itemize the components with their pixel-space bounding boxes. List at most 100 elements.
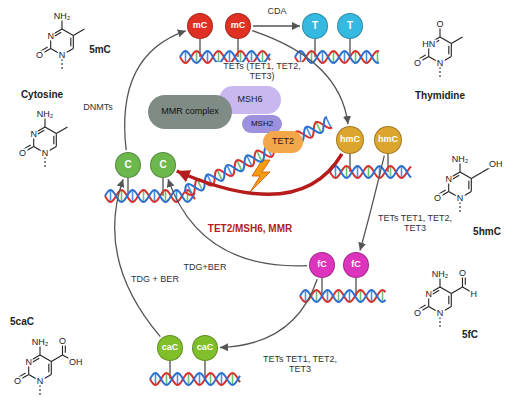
base-pair <box>371 290 373 302</box>
chemical-structure <box>418 24 463 79</box>
base-pair <box>210 373 212 385</box>
atom-label: OH <box>68 358 84 367</box>
pin-circle: hmC <box>336 126 364 154</box>
chem-bond <box>452 175 459 179</box>
chem-bond <box>56 127 67 134</box>
pin-sticks <box>128 39 388 379</box>
atom-label: N <box>36 377 45 386</box>
node-text: fC <box>351 260 361 269</box>
protein-blob: TET2 <box>263 131 303 153</box>
edge-label: TET2/MSH6, MMR <box>206 223 294 234</box>
chem-bond <box>51 355 62 362</box>
base-pair <box>187 190 189 202</box>
base-pair <box>355 51 357 63</box>
edge-label: TETs TET1, TET2, TET3 <box>259 355 341 375</box>
chem-bond <box>37 130 44 134</box>
atom-label: O <box>458 268 467 277</box>
pin-circle: T <box>302 13 328 39</box>
node-text: MMR complex <box>161 107 219 116</box>
atom-label: NH₂ <box>53 12 72 21</box>
base-pair <box>110 190 112 202</box>
atom-label: NH₂ <box>31 338 50 347</box>
chem-bond <box>40 355 51 362</box>
chem-bond <box>448 46 449 54</box>
atom-label: OH <box>488 160 504 169</box>
reaction-arrow <box>125 31 186 150</box>
base-pair <box>360 290 362 302</box>
pin-circle: fC <box>343 252 369 278</box>
base-pair <box>132 190 134 202</box>
base-pair <box>346 166 348 178</box>
atom-label: O <box>35 51 44 60</box>
pin-circle: mC <box>187 13 213 39</box>
base-pair <box>143 190 145 202</box>
base-pair <box>155 373 157 385</box>
chem-bond <box>468 181 469 189</box>
pin-circle: caC <box>192 335 218 361</box>
chemical-structure <box>40 16 85 71</box>
base-pair <box>232 373 234 385</box>
chemical-structure <box>23 114 68 169</box>
compound-name: 5fC <box>461 330 479 340</box>
base-pair <box>338 290 340 302</box>
atom-label: N <box>29 129 38 138</box>
pin-circle: C <box>115 152 141 178</box>
base-pair <box>349 290 351 302</box>
chem-bond <box>451 287 462 294</box>
edge-label: DNMTs <box>81 103 115 113</box>
dna-strand <box>150 373 240 385</box>
atom-label: N <box>46 31 55 40</box>
base-pair <box>196 51 198 63</box>
chem-bond <box>32 358 39 362</box>
base-pair <box>316 290 318 302</box>
repair-arrow <box>177 154 342 194</box>
node-text: T <box>347 21 353 32</box>
chem-bond <box>56 134 57 147</box>
atom-label: O <box>13 377 22 386</box>
atom-label: N <box>436 59 445 68</box>
edge-label: TETs TET1, TET2, TET3 <box>374 214 456 234</box>
node-text: caC <box>162 343 179 352</box>
chem-bond <box>471 172 482 179</box>
reaction-arrow <box>360 156 384 251</box>
base-pair <box>377 51 379 63</box>
dna-helix <box>330 166 411 178</box>
node-text: C <box>159 160 166 171</box>
base-pair <box>188 373 190 385</box>
base-pair <box>322 51 324 63</box>
dna-helix <box>150 373 240 385</box>
node-text: MSH2 <box>251 120 273 128</box>
base-pair <box>401 166 403 178</box>
pin-circle: T <box>337 13 363 39</box>
node-text: C <box>124 160 131 171</box>
node-text: hmC <box>340 135 360 144</box>
chem-bond <box>471 179 472 192</box>
node-text: fC <box>317 260 327 269</box>
reaction-arrow <box>115 179 161 336</box>
atom-label: N <box>444 174 453 183</box>
node-text: T <box>312 21 318 32</box>
chem-bond <box>48 364 49 372</box>
atom-label: O <box>413 59 422 68</box>
edge-label: CDA <box>265 7 288 17</box>
node-text: mC <box>193 21 208 30</box>
edge-label: TDG + BER <box>129 275 181 285</box>
reaction-arrow <box>253 25 300 26</box>
atom-label: NH₂ <box>431 270 450 279</box>
atom-label: O <box>413 309 422 318</box>
atom-label: NH₂ <box>36 110 55 119</box>
atom-label: H <box>470 289 479 298</box>
chem-bond <box>62 29 73 36</box>
atom-label: N <box>58 51 67 60</box>
base-pair <box>185 51 187 63</box>
base-pair <box>121 190 123 202</box>
compound-name: 5mC <box>88 45 112 55</box>
dna-strand <box>330 166 411 178</box>
base-pair <box>177 373 179 385</box>
base-pair <box>199 373 201 385</box>
node-text: caC <box>197 343 214 352</box>
chemical-structure <box>438 159 496 214</box>
base-pair <box>382 290 384 302</box>
compound-name: Thymidine <box>414 91 466 101</box>
